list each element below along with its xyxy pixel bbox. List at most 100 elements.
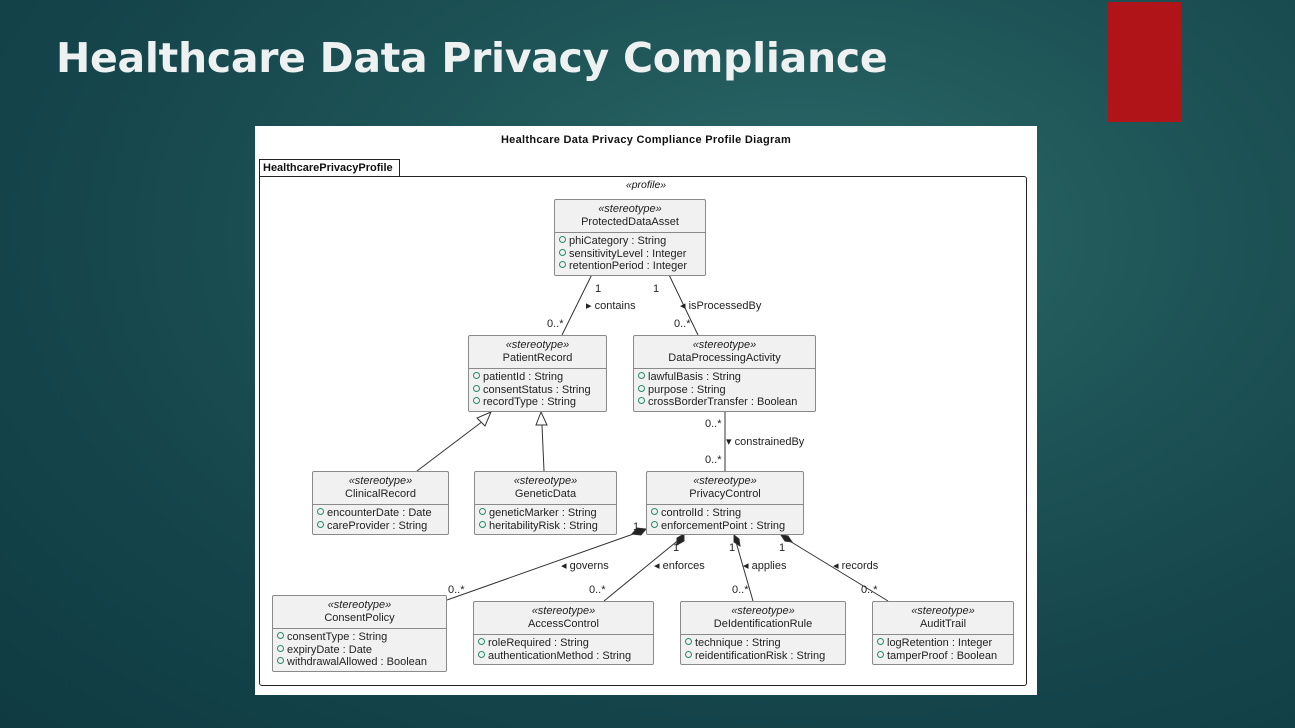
class-stereotype: «stereotype»: [348, 475, 413, 487]
public-visibility-icon: [478, 650, 485, 658]
public-visibility-icon: [317, 520, 324, 528]
relation-label-enforces: ◂ enforces: [654, 560, 705, 572]
class-access-control[interactable]: «stereotype»AccessControl roleRequired :…: [473, 601, 654, 665]
slide-title: Healthcare Data Privacy Compliance: [56, 34, 888, 82]
public-visibility-icon: [277, 657, 284, 664]
attribute: careProvider : String: [317, 520, 442, 533]
class-name: ClinicalRecord: [345, 488, 416, 500]
public-visibility-icon: [559, 236, 566, 243]
attribute: crossBorderTransfer : Boolean: [638, 396, 809, 409]
public-visibility-icon: [559, 248, 566, 256]
generalization-genetic-line: [541, 424, 545, 472]
class-consent-policy[interactable]: «stereotype»ConsentPolicy consentType : …: [272, 595, 447, 672]
class-stereotype: «stereotype»: [911, 605, 975, 617]
class-name: PrivacyControl: [689, 488, 761, 500]
public-visibility-icon: [638, 384, 645, 392]
public-visibility-icon: [638, 372, 645, 379]
attribute: phiCategory : String: [559, 235, 699, 248]
relation-records-line: [787, 539, 889, 602]
class-stereotype: «stereotype»: [693, 475, 757, 487]
multiplicity: 0..*: [732, 584, 749, 596]
composition-diamond: [733, 533, 741, 548]
class-name: AuditTrail: [919, 618, 967, 630]
attribute: purpose : String: [638, 384, 809, 397]
multiplicity: 0..*: [861, 584, 878, 596]
public-visibility-icon: [651, 508, 658, 515]
public-visibility-icon: [651, 520, 658, 528]
package-frame: [259, 176, 1027, 686]
multiplicity: 1: [595, 283, 602, 295]
accent-bar: [1108, 2, 1181, 122]
package-tab: HealthcarePrivacyProfile: [259, 159, 400, 177]
class-stereotype: «stereotype»: [513, 475, 578, 487]
public-visibility-icon: [478, 638, 485, 645]
class-stereotype: «stereotype»: [327, 599, 392, 611]
attribute: roleRequired : String: [478, 637, 647, 650]
class-stereotype: «stereotype»: [505, 339, 570, 351]
multiplicity: 0..*: [674, 318, 691, 330]
attribute: enforcementPoint : String: [651, 520, 797, 533]
attribute: consentStatus : String: [473, 384, 600, 397]
attributes: patientId : String consentStatus : Strin…: [469, 369, 606, 411]
multiplicity: 0..*: [705, 454, 722, 466]
class-name: ProtectedDataAsset: [581, 216, 679, 228]
public-visibility-icon: [685, 650, 692, 658]
relation-governs-line: [446, 531, 640, 601]
attributes: controlId : String enforcementPoint : St…: [647, 505, 803, 534]
class-protected-data-asset[interactable]: «stereotype»ProtectedDataAsset phiCatego…: [554, 199, 706, 276]
class-stereotype: «stereotype»: [531, 605, 596, 617]
attributes: logRetention : Integer tamperProof : Boo…: [873, 635, 1013, 664]
class-name: ConsentPolicy: [324, 612, 395, 624]
public-visibility-icon: [277, 632, 284, 639]
multiplicity: 1: [673, 542, 680, 554]
attribute: withdrawalAllowed : Boolean: [277, 656, 440, 669]
multiplicity: 0..*: [448, 584, 465, 596]
relation-label-records: ◂ records: [833, 560, 879, 572]
composition-diamond: [779, 534, 794, 543]
class-name: PatientRecord: [502, 352, 573, 364]
composition-diamond: [676, 533, 685, 546]
multiplicity: 1: [653, 283, 660, 295]
attributes: geneticMarker : String heritabilityRisk …: [475, 505, 616, 534]
class-clinical-record[interactable]: «stereotype»ClinicalRecord encounterDate…: [312, 471, 449, 535]
attribute: authenticationMethod : String: [478, 650, 647, 663]
generalization-arrowhead: [476, 411, 492, 427]
class-audit-trail[interactable]: «stereotype»AuditTrail logRetention : In…: [872, 601, 1014, 665]
relation-label-constrainedby: ▾ constrainedBy: [726, 436, 805, 448]
class-deidentification-rule[interactable]: «stereotype»DeIdentificationRule techniq…: [680, 601, 846, 665]
attribute: encounterDate : Date: [317, 507, 442, 520]
attribute: technique : String: [685, 637, 839, 650]
class-patient-record[interactable]: «stereotype»PatientRecord patientId : St…: [468, 335, 607, 412]
public-visibility-icon: [277, 644, 284, 652]
public-visibility-icon: [877, 650, 884, 658]
relation-applies-line: [735, 541, 754, 602]
attributes: phiCategory : String sensitivityLevel : …: [555, 233, 705, 275]
multiplicity: 0..*: [589, 584, 606, 596]
class-stereotype: «stereotype»: [692, 339, 757, 351]
multiplicity: 1: [633, 521, 640, 533]
diagram-panel: Healthcare Data Privacy Compliance Profi…: [255, 126, 1037, 695]
class-name: DeIdentificationRule: [713, 618, 813, 630]
public-visibility-icon: [473, 384, 480, 392]
composition-diamond: [631, 527, 647, 536]
attribute: controlId : String: [651, 507, 797, 520]
class-name: AccessControl: [528, 618, 599, 630]
attributes: lawfulBasis : String purpose : String cr…: [634, 369, 815, 411]
public-visibility-icon: [473, 372, 480, 379]
class-privacy-control[interactable]: «stereotype»PrivacyControl controlId : S…: [646, 471, 804, 535]
diagram-title: Healthcare Data Privacy Compliance Profi…: [500, 134, 792, 146]
relation-enforces-line: [603, 537, 682, 602]
attribute: patientId : String: [473, 371, 600, 384]
attribute: expiryDate : Date: [277, 644, 440, 657]
relation-label-governs: ◂ governs: [561, 560, 609, 572]
public-visibility-icon: [473, 397, 480, 404]
attribute: logRetention : Integer: [877, 637, 1007, 650]
attribute: geneticMarker : String: [479, 507, 610, 520]
attribute: tamperProof : Boolean: [877, 650, 1007, 663]
class-genetic-data[interactable]: «stereotype»GeneticData geneticMarker : …: [474, 471, 617, 535]
relation-label-isprocessedby: ◂ isProcessedBy: [680, 300, 762, 312]
multiplicity: 0..*: [705, 418, 722, 430]
public-visibility-icon: [559, 261, 566, 268]
class-data-processing-activity[interactable]: «stereotype»DataProcessingActivity lawfu…: [633, 335, 816, 412]
attribute: sensitivityLevel : Integer: [559, 248, 699, 261]
